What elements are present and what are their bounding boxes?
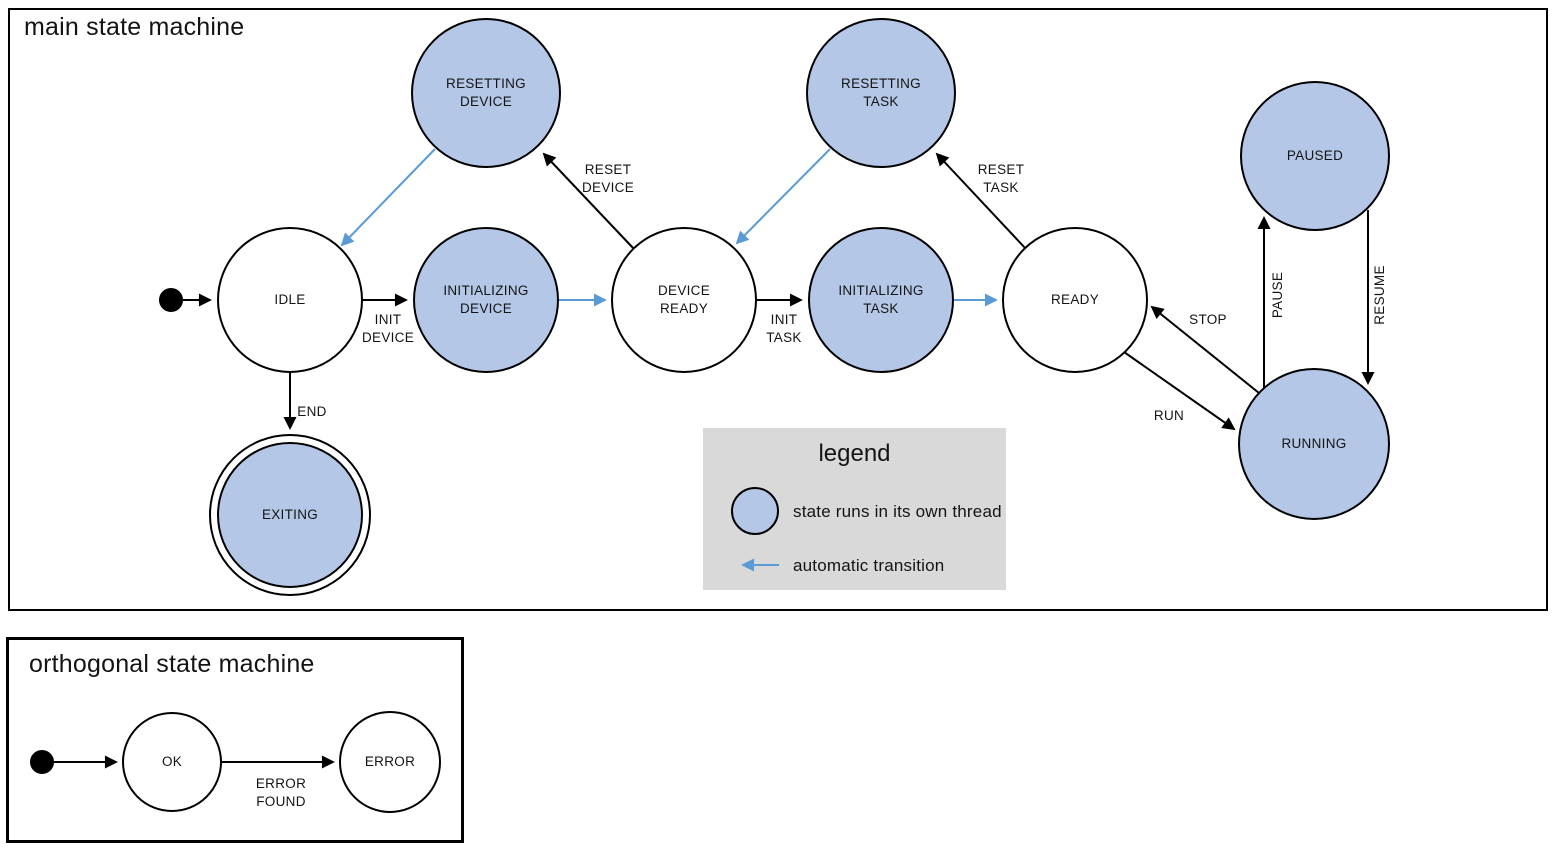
state-label-error: ERROR (364, 754, 416, 769)
transition-label-resume: RESUME (1372, 265, 1387, 325)
transition-label-reset-device: RESET DEVICE (581, 162, 635, 195)
transition-label-error-found: ERROR FOUND (255, 776, 307, 809)
state-resetting-task (806, 18, 956, 168)
state-label-exiting: EXITING (261, 507, 319, 522)
state-ready (1002, 227, 1148, 373)
orthogonal-machine-title: orthogonal state machine (29, 650, 315, 678)
transition-label-run: RUN (1153, 408, 1185, 423)
state-label-initializing-device: INITIALIZING DEVICE (443, 283, 529, 316)
state-label-running: RUNNING (1281, 436, 1347, 451)
transition-label-pause: PAUSE (1270, 271, 1285, 319)
state-running (1238, 368, 1390, 520)
state-exiting (217, 442, 363, 588)
legend-auto-transition-label: automatic transition (793, 556, 945, 575)
transition-line-reset-device (542, 152, 635, 250)
transition-label-init-task: INIT TASK (766, 312, 802, 345)
state-label-resetting-device: RESETTING DEVICE (446, 76, 526, 109)
transition-label-end: END (297, 404, 327, 419)
state-label-paused: PAUSED (1286, 148, 1344, 163)
transition-line-reset-task (935, 152, 1027, 250)
auto-transition-line-resetting-task-to-device-ready (735, 148, 831, 245)
initial-state-dot-main (159, 288, 183, 312)
state-label-idle: IDLE (274, 292, 306, 307)
state-idle (217, 227, 363, 373)
state-resetting-device (411, 18, 561, 168)
initial-state-dot-orthogonal (30, 750, 54, 774)
state-ok (122, 712, 222, 812)
legend-threaded-state-swatch (731, 487, 779, 535)
state-paused (1240, 81, 1390, 231)
state-label-device-ready: DEVICE READY (657, 283, 711, 316)
state-device-ready (611, 227, 757, 373)
transition-line-run (1123, 351, 1236, 431)
legend-threaded-state-label: state runs in its own thread (793, 502, 1002, 521)
transition-line-stop (1150, 305, 1260, 394)
state-label-ready: READY (1050, 292, 1100, 307)
transition-label-reset-task: RESET TASK (977, 162, 1025, 195)
auto-transition-line-resetting-device-to-idle (340, 148, 436, 247)
state-error (339, 711, 441, 813)
state-label-initializing-task: INITIALIZING TASK (838, 283, 924, 316)
transition-label-stop: STOP (1189, 312, 1227, 327)
legend-title: legend (818, 440, 891, 467)
state-label-resetting-task: RESETTING TASK (841, 76, 921, 109)
state-label-ok: OK (161, 754, 183, 769)
main-machine-title: main state machine (24, 13, 245, 41)
state-initializing-device (413, 227, 559, 373)
state-initializing-task (808, 227, 954, 373)
transition-label-init-device: INIT DEVICE (361, 312, 415, 345)
